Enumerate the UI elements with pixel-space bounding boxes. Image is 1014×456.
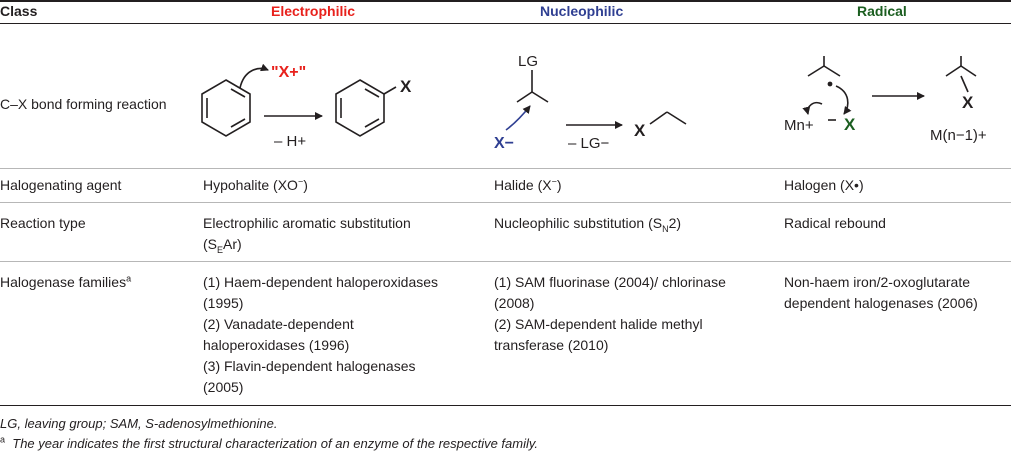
curved-arrow-radical <box>802 101 823 115</box>
header-nucleophilic: Nucleophilic <box>540 3 624 19</box>
header-rule <box>0 23 1011 24</box>
benzene-ring-reactant <box>201 79 251 137</box>
footnote-abbreviations: LG, leaving group; SAM, S-adenosylmethio… <box>0 416 278 431</box>
curved-arrow-electrophilic <box>239 63 269 89</box>
curved-arrow-nucleophilic <box>505 105 531 131</box>
agent-nucleophilic: Halide (X−) <box>494 176 562 193</box>
families-electrophilic-3: (2) Vanadate-dependent <box>203 316 354 332</box>
reaction-schemes: "X+" X – H+ LG X− – LG− X Mn+ X X M(n−1)… <box>201 53 987 152</box>
agent-electrophilic: Hypohalite (XO−) <box>203 176 308 193</box>
label-m-n1: M(n−1)+ <box>930 127 987 144</box>
label-minus-h: – H+ <box>274 133 306 150</box>
footnote-a: a The year indicates the first structura… <box>0 434 539 451</box>
row-label-type: Reaction type <box>0 215 86 231</box>
label-x-plus: "X+" <box>271 64 306 81</box>
families-nucleophilic-2: (2008) <box>494 295 535 311</box>
families-nucleophilic-3: (2) SAM-dependent halide methyl <box>494 316 703 332</box>
type-electrophilic-line2: (SEAr) <box>203 236 242 255</box>
label-x-minus: X− <box>494 135 514 152</box>
label-lg: LG <box>518 53 538 70</box>
row-label-agent: Halogenating agent <box>0 177 122 193</box>
header-electrophilic: Electrophilic <box>271 3 356 19</box>
header-class: Class <box>0 3 38 19</box>
label-x-product-ra: X <box>962 93 974 112</box>
row-label-families: Halogenase familiesa <box>0 273 132 290</box>
row-label-reaction: C–X bond forming reaction <box>0 96 167 112</box>
families-electrophilic-5: (3) Flavin-dependent halogenases <box>203 358 416 374</box>
top-rule <box>0 0 1011 2</box>
type-electrophilic-line1: Electrophilic aromatic substitution <box>203 215 411 231</box>
type-nucleophilic: Nucleophilic substitution (SN2) <box>494 215 682 234</box>
bond <box>516 91 533 103</box>
radical-dot <box>827 81 833 87</box>
agent-radical: Halogen (X•) <box>784 177 864 193</box>
families-radical-1: Non-haem iron/2-oxoglutarate <box>784 274 970 290</box>
bottom-rule <box>0 405 1011 406</box>
header-radical: Radical <box>857 3 907 19</box>
row-divider <box>0 168 1011 169</box>
type-radical: Radical rebound <box>784 215 886 231</box>
row-divider <box>0 261 1011 262</box>
families-nucleophilic-4: transferase (2010) <box>494 337 609 353</box>
label-x-product: X <box>400 77 412 96</box>
label-minus-lg: – LG− <box>568 135 610 152</box>
row-divider <box>0 202 1011 203</box>
benzene-ring-product <box>335 79 385 137</box>
families-electrophilic-2: (1995) <box>203 295 244 311</box>
families-radical-2: dependent halogenases (2006) <box>784 295 978 311</box>
label-x-product-nu: X <box>634 121 646 140</box>
label-mn: Mn+ <box>784 117 814 134</box>
families-electrophilic-4: haloperoxidases (1996) <box>203 337 350 353</box>
label-x-radical: X <box>844 115 856 134</box>
families-electrophilic-6: (2005) <box>203 379 244 395</box>
families-nucleophilic-1: (1) SAM fluorinase (2004)/ chlorinase <box>494 274 726 290</box>
families-electrophilic-1: (1) Haem-dependent haloperoxidases <box>203 274 439 290</box>
